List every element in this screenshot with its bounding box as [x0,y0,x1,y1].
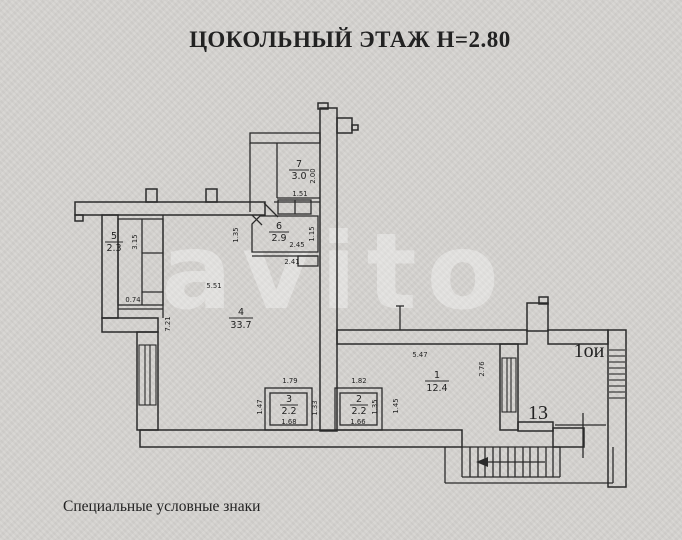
dim-room6-width-in: 2.45 [289,241,304,249]
dim-room4-height: 7.21 [164,316,172,331]
dim-room2-top: 1.82 [351,377,366,385]
dim-room7-height: 2.00 [309,168,317,183]
watermark-text: avito [161,211,509,333]
staircase [444,446,614,484]
dim-room1-width: 5.47 [412,351,427,359]
room-2-number: 2 [356,394,362,405]
room-2-area: 2.2 [351,406,366,417]
room-5-area: 2.3 [106,243,121,254]
room-5-number: 5 [111,231,117,242]
dimension-labels: 1.51 2.00 2.45 2.41 1.15 1.35 3.15 0.74 … [125,168,486,426]
room-7-number: 7 [296,159,302,170]
window-symbols [138,344,625,413]
window-icon [501,357,517,413]
unit-number-label: 13 [528,402,548,424]
footer-caption: Специальные условные знаки [63,498,260,515]
dim-room5-width: 0.74 [125,296,140,304]
page-title: ЦОКОЛЬНЫЙ ЭТАЖ Н=2.80 [189,27,510,52]
room-6-area: 2.9 [271,233,286,244]
room-4-number: 4 [238,307,244,318]
room-4-area: 33.7 [230,320,251,331]
room-6-number: 6 [276,221,282,232]
stair-hall-label: 1ои [574,340,605,362]
stair-direction-arrow-icon [476,457,545,467]
room-1-number: 1 [434,370,440,381]
dim-room4-width: 5.51 [206,282,221,290]
dim-room5-height: 3.15 [131,234,139,249]
dim-room3-right: 1.33 [311,400,319,415]
window-icon [138,344,157,406]
dim-room6-height-left: 1.35 [232,227,240,242]
room-3-number: 3 [286,394,292,405]
window-hatch-icon [609,349,625,399]
dim-room3-top: 1.79 [282,377,297,385]
dim-room2-right: 1.35 [371,399,379,414]
dim-room3-bottom: 1.68 [281,418,296,426]
room-labels: 7 3.0 6 2.9 5 2.3 4 33.7 3 2.2 2 2.2 1 1… [105,159,449,417]
room-7-area: 3.0 [291,171,306,182]
dim-room3-left: 1.47 [256,399,264,414]
partitions-layer [117,132,606,458]
dim-room1-height: 2.76 [478,361,486,376]
dim-room2-far-right: 1.45 [392,398,400,413]
dim-room2-bottom: 1.66 [350,418,365,426]
room-3-area: 2.2 [281,406,296,417]
room-1-area: 12.4 [426,383,447,394]
dim-room6-height-right: 1.15 [308,226,316,241]
dim-room7-width: 1.51 [292,190,307,198]
dim-room6-width-out: 2.41 [284,258,299,266]
